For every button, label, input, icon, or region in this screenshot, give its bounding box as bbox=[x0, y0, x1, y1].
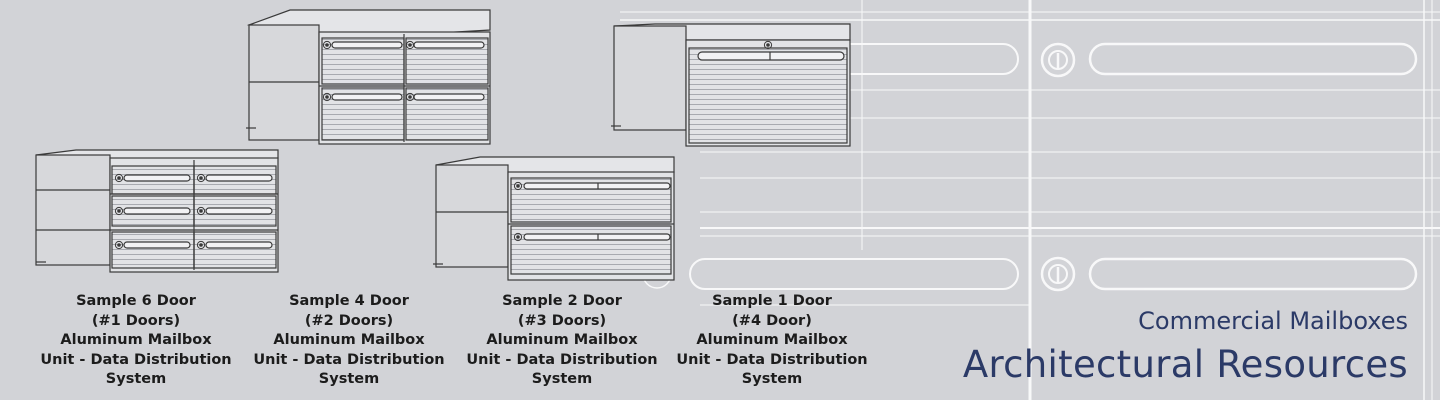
mailbox-6-door bbox=[35, 149, 279, 273]
mailbox-4-door bbox=[246, 9, 491, 145]
mailbox-2-door bbox=[433, 156, 675, 281]
sample-caption-4: Sample 1 Door (#4 Door) Aluminum Mailbox… bbox=[676, 293, 868, 388]
mailbox-1-door bbox=[611, 23, 851, 147]
blueprint-background bbox=[620, 0, 1440, 400]
sample-caption-3: Sample 2 Door (#3 Doors) Aluminum Mailbo… bbox=[466, 293, 658, 388]
sample-caption-2: Sample 4 Door (#2 Doors) Aluminum Mailbo… bbox=[253, 293, 445, 388]
sample-caption-1: Sample 6 Door (#1 Doors) Aluminum Mailbo… bbox=[40, 293, 232, 388]
brand-title: Architectural Resources bbox=[962, 343, 1408, 386]
brand-subtitle: Commercial Mailboxes bbox=[1138, 307, 1408, 335]
